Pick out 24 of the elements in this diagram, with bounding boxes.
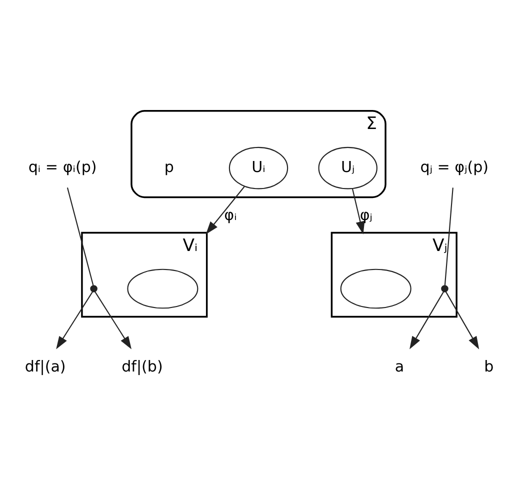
node-circle <box>441 284 448 292</box>
arrow <box>410 290 444 349</box>
connector <box>66 187 94 286</box>
arrow <box>56 290 94 349</box>
node-ellipse <box>340 268 412 308</box>
arrow <box>94 290 132 349</box>
node-text: qᵢ = φᵢ(p) <box>28 158 97 176</box>
node-text: df|(a) <box>24 356 66 375</box>
edge-label: φⱼ <box>360 206 372 224</box>
arrow <box>445 290 480 349</box>
node-ellipse <box>127 268 198 308</box>
node-text: qⱼ = φⱼ(p) <box>420 158 489 176</box>
node-text: a <box>394 356 404 375</box>
connector <box>444 187 454 285</box>
node-text: p <box>164 158 174 176</box>
arrow <box>206 186 245 234</box>
node-text: df|(b) <box>122 356 163 375</box>
node-text: b <box>484 356 494 375</box>
node-ellipse: Uⱼ <box>318 146 378 189</box>
node-circle <box>90 284 98 292</box>
cluster: Vᵢ <box>81 231 208 318</box>
node-ellipse: Uᵢ <box>228 146 288 189</box>
edge-label: φᵢ <box>224 206 237 224</box>
cluster: Vⱼ <box>330 231 458 318</box>
